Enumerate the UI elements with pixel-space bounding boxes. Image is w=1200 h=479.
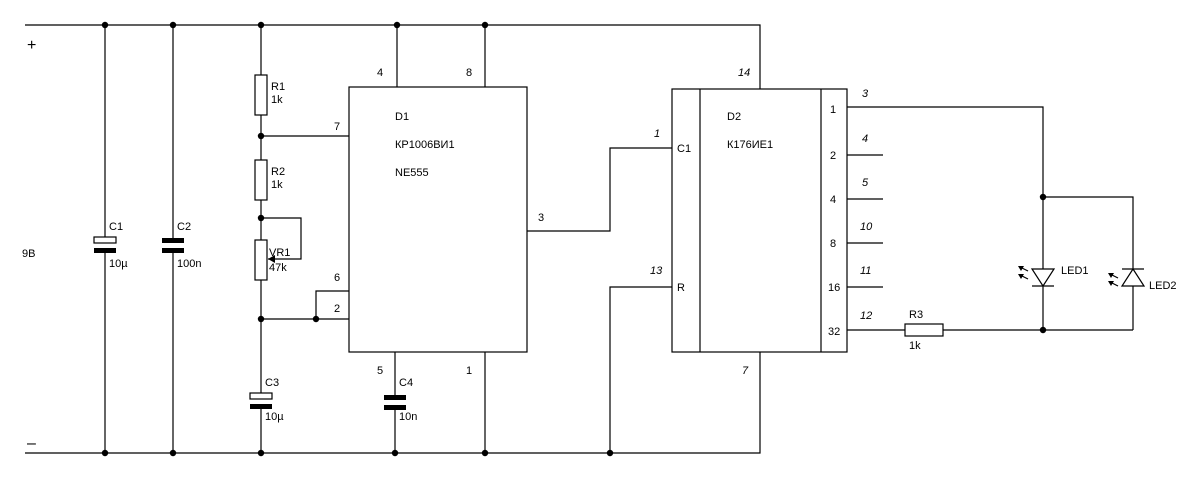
reset-wire [609, 286, 672, 453]
output-1-wire [847, 106, 1134, 269]
resistor-r2 [254, 159, 268, 201]
c2-ref: C2 [177, 221, 191, 233]
d1-pin-2: 2 [334, 303, 340, 315]
d1-pin-6: 6 [334, 272, 340, 284]
r1-value: 1k [271, 94, 283, 106]
d2-ref: D2 [727, 111, 741, 123]
d2-out-2: 2 [830, 150, 836, 162]
d1-pin-3: 3 [538, 212, 544, 224]
supply-voltage-label: 9В [22, 248, 35, 260]
d2-out-4: 4 [830, 194, 836, 206]
resistor-r1 [254, 74, 268, 116]
d2-pin-1: 1 [654, 128, 660, 140]
d1-ref: D1 [395, 111, 409, 123]
d1-pin-7: 7 [334, 121, 340, 133]
d2-pin-11: 11 [860, 265, 871, 277]
capacitor-c4 [384, 395, 406, 400]
ic-d2: D2 К176ИЕ1 C1 R 1 2 4 8 16 32 14 1 13 7 … [527, 67, 883, 453]
d2-body [671, 88, 848, 353]
clock-wire [527, 147, 672, 232]
vr1-wiper [261, 217, 302, 260]
capacitor-c2: C2 100n [162, 25, 201, 453]
vr1-value: 47k [269, 262, 287, 274]
r2-value: 1k [271, 179, 283, 191]
d2-out-16: 16 [828, 282, 840, 294]
junction-dots [101, 21, 1047, 457]
d1-alt: NE555 [395, 167, 429, 179]
led2-symbol [1120, 267, 1146, 287]
d2-pin-7: 7 [742, 365, 749, 377]
d2-pin-10: 10 [860, 221, 873, 233]
c3-ref: C3 [265, 377, 279, 389]
minus-label: – [27, 435, 36, 452]
led1-light-arrows [1018, 266, 1029, 280]
d2-out-1: 1 [830, 104, 836, 116]
c1-ref: C1 [109, 221, 123, 233]
d2-clock-label: C1 [677, 143, 691, 155]
capacitor-c3 [249, 392, 273, 400]
r2-ref: R2 [271, 166, 285, 178]
c3-value: 10µ [265, 411, 284, 423]
resistor-r3 [904, 323, 944, 337]
d1-pin-4: 4 [377, 67, 383, 79]
d2-pin-13: 13 [650, 265, 663, 277]
d2-out-8: 8 [830, 238, 836, 250]
led2-light-arrows [1108, 273, 1119, 287]
d2-pin-4: 4 [862, 133, 868, 145]
potentiometer-vr1 [254, 239, 268, 281]
r3-ref: R3 [909, 309, 923, 321]
d2-out-32: 32 [828, 326, 840, 338]
d2-reset-label: R [677, 282, 685, 294]
d1-pin-5: 5 [377, 365, 383, 377]
vr1-wiper-arrow [268, 255, 275, 263]
d2-pin-5: 5 [862, 177, 869, 189]
c4-ref: C4 [399, 377, 413, 389]
led2-ref: LED2 [1149, 280, 1177, 292]
r3-value: 1k [909, 340, 921, 352]
d1-pin-8: 8 [466, 67, 472, 79]
plus-label: + [27, 37, 36, 54]
c1-value: 10µ [109, 258, 128, 270]
power-rails: + – 9В [22, 24, 761, 454]
timing-chain: R1 1k R2 1k VR1 47k C3 10µ [249, 25, 302, 453]
d1-body [348, 86, 528, 353]
led1-symbol [1030, 268, 1056, 288]
led-section: LED1 LED2 R3 1k [847, 106, 1177, 352]
d2-pin-3: 3 [862, 88, 869, 100]
positive-rail [25, 24, 761, 89]
c4-value: 10n [399, 411, 417, 423]
d2-pin-14: 14 [738, 67, 750, 79]
ic-d1: D1 КР1006ВИ1 NE555 4 8 7 6 2 3 5 1 C4 10… [261, 25, 544, 453]
r1-ref: R1 [271, 81, 285, 93]
negative-rail [25, 352, 761, 454]
d2-pin-12: 12 [860, 310, 872, 322]
vr1-ref: VR1 [269, 247, 290, 259]
c2-value: 100n [177, 258, 201, 270]
d1-pin-1: 1 [466, 365, 472, 377]
d1-part: КР1006ВИ1 [395, 139, 455, 151]
led1-ref: LED1 [1061, 265, 1089, 277]
capacitor-c1: C1 10µ [93, 25, 128, 453]
d2-part: К176ИЕ1 [727, 139, 773, 151]
